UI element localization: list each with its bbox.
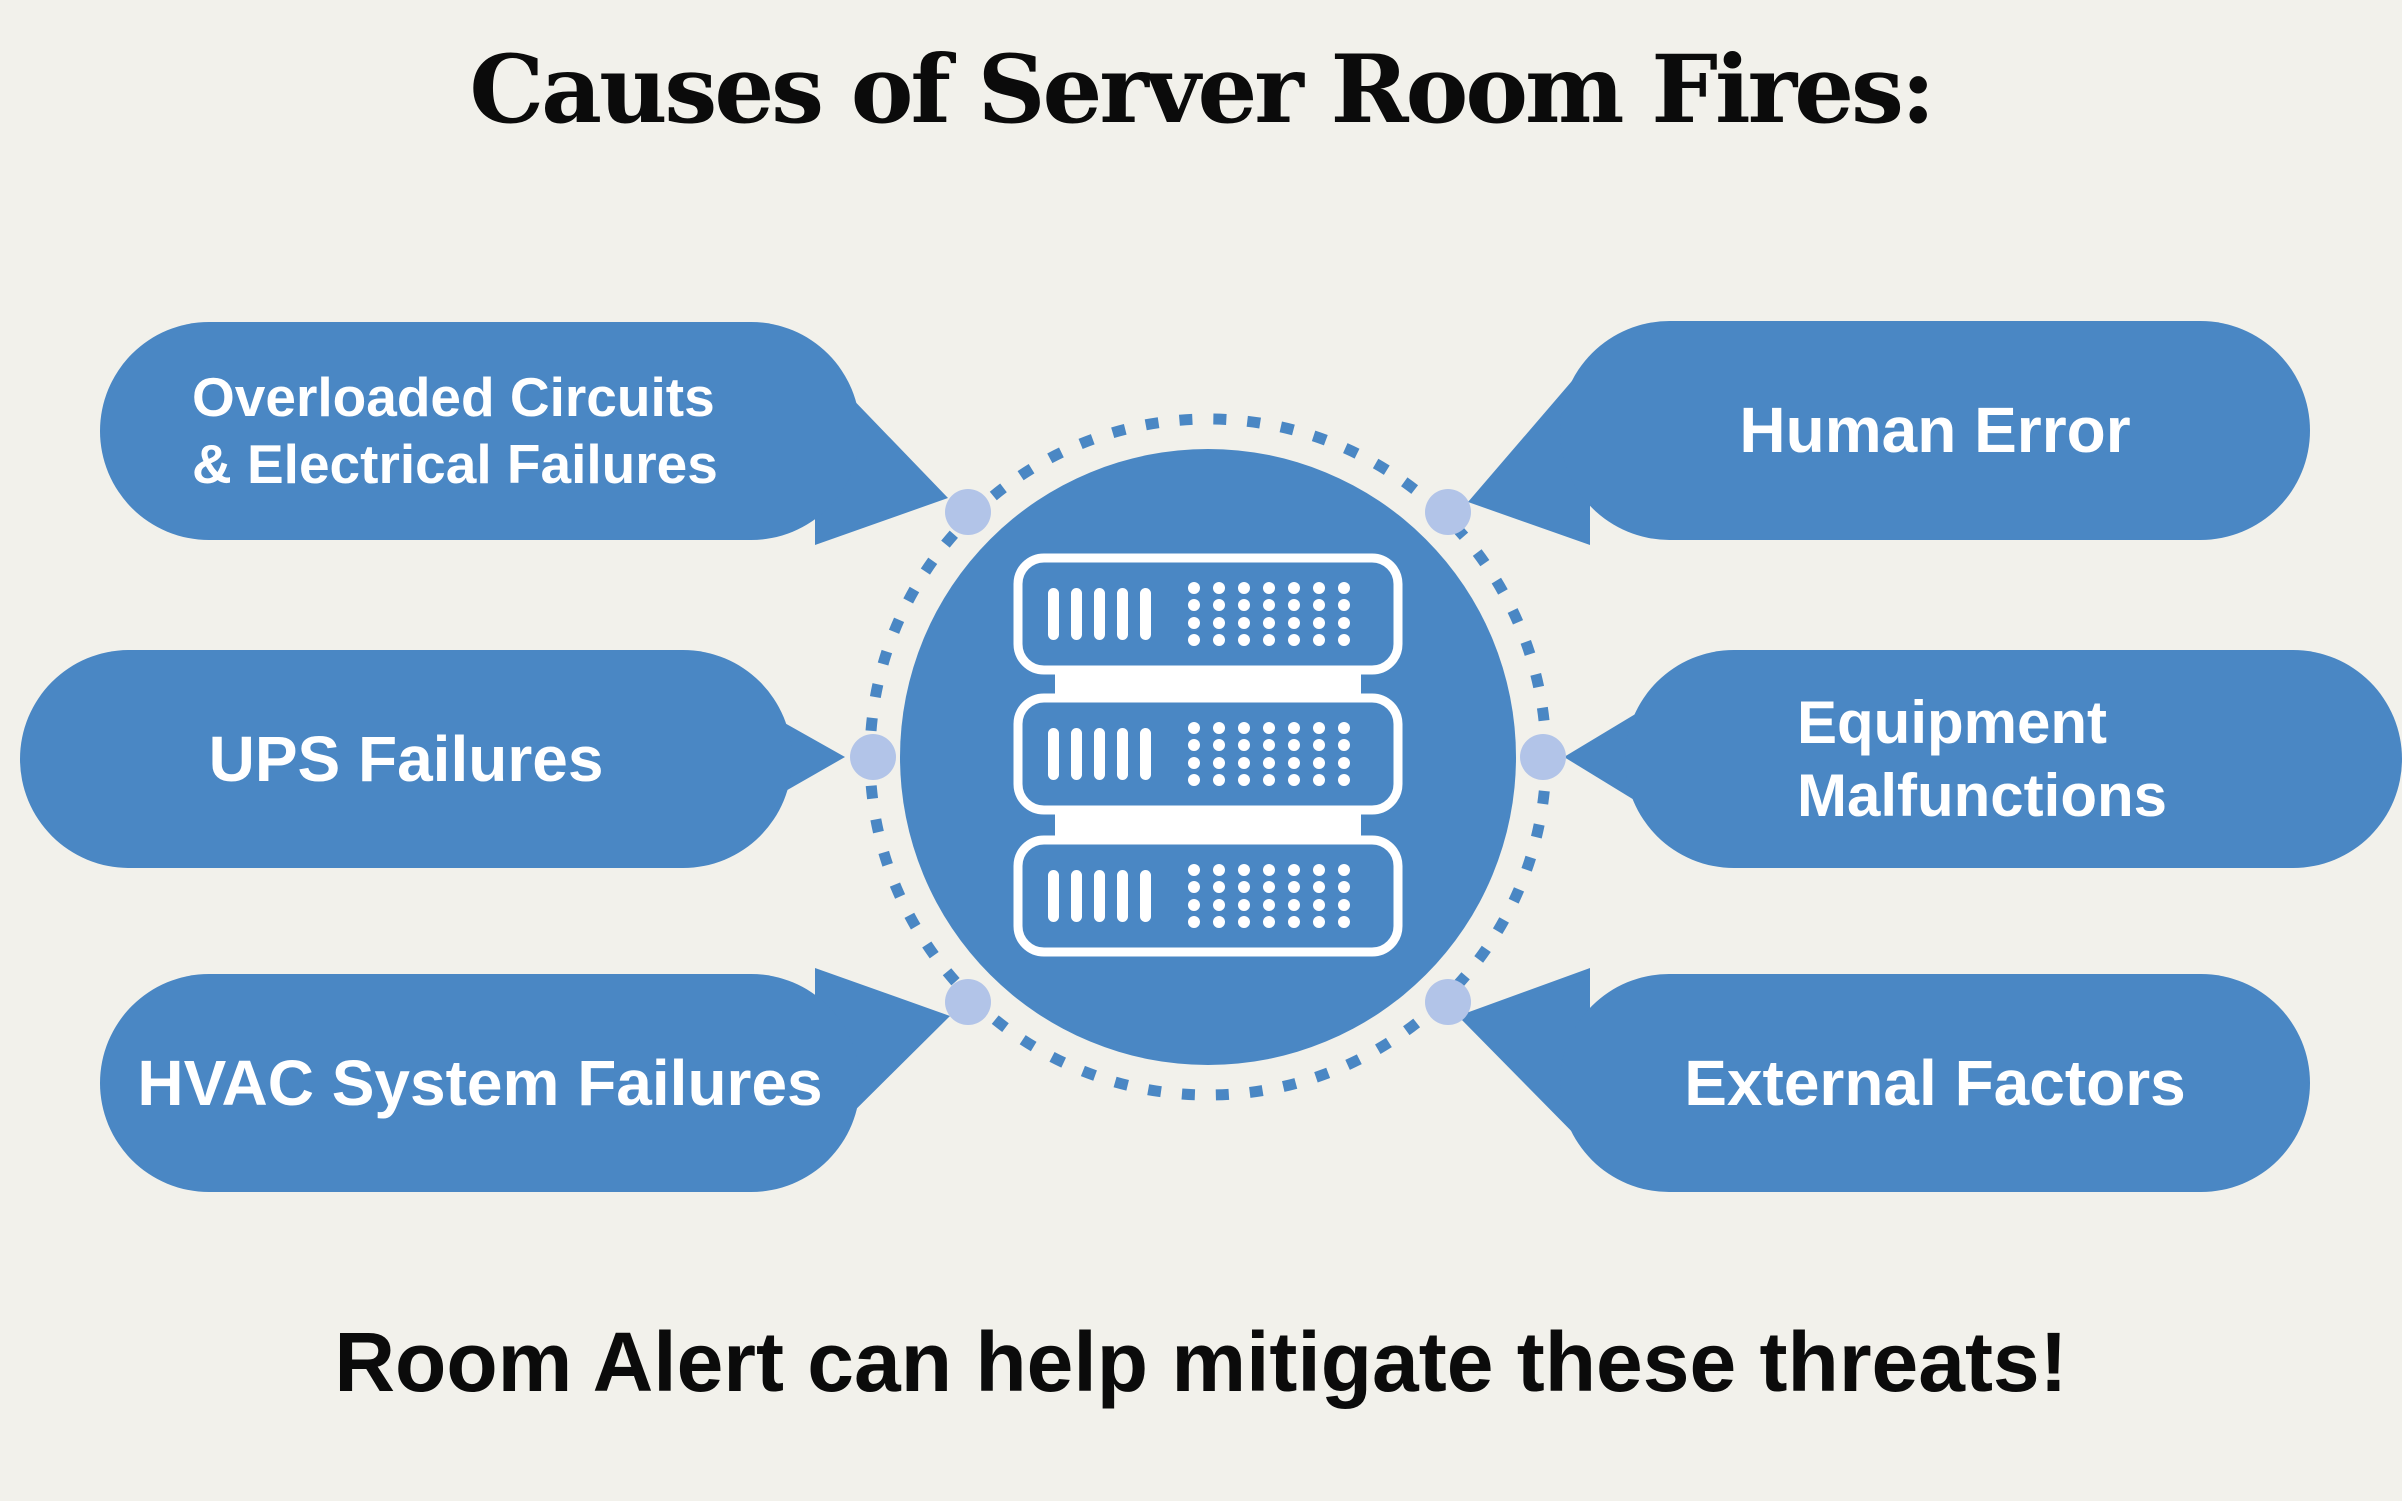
bubble-label: Equipment Malfunctions <box>1797 688 2167 829</box>
connector-dot <box>1425 979 1471 1025</box>
bubble-label: Overloaded Circuits & Electrical Failure… <box>192 365 718 495</box>
connector-dot <box>945 489 991 535</box>
bubble-hvac-failures: HVAC System Failures <box>100 974 860 1192</box>
tail-top-right <box>1468 360 1590 545</box>
bubble-external-factors: External Factors <box>1560 974 2310 1192</box>
bubble-label: HVAC System Failures <box>137 1046 823 1119</box>
bubble-label: UPS Failures <box>208 722 604 795</box>
tail-bottom-right <box>1458 968 1590 1150</box>
bubble-human-error: Human Error <box>1560 321 2310 540</box>
page-title: Causes of Server Room Fires: <box>469 35 1935 145</box>
bubble-ups-failures: UPS Failures <box>20 650 792 868</box>
bubble-overloaded-circuits: Overloaded Circuits & Electrical Failure… <box>100 322 860 540</box>
connector-dot <box>1425 489 1471 535</box>
server-rack-icon <box>1018 558 1398 952</box>
footer-tagline: Room Alert can help mitigate these threa… <box>334 1315 2068 1409</box>
bubble-label: External Factors <box>1684 1046 2186 1119</box>
bubble-equipment-malfunctions: Equipment Malfunctions <box>1625 650 2402 868</box>
bubble-label: Human Error <box>1739 394 2131 467</box>
connector-dot <box>1520 734 1566 780</box>
connector-dots <box>850 489 1566 1025</box>
connector-dot <box>945 979 991 1025</box>
connector-dot <box>850 734 896 780</box>
